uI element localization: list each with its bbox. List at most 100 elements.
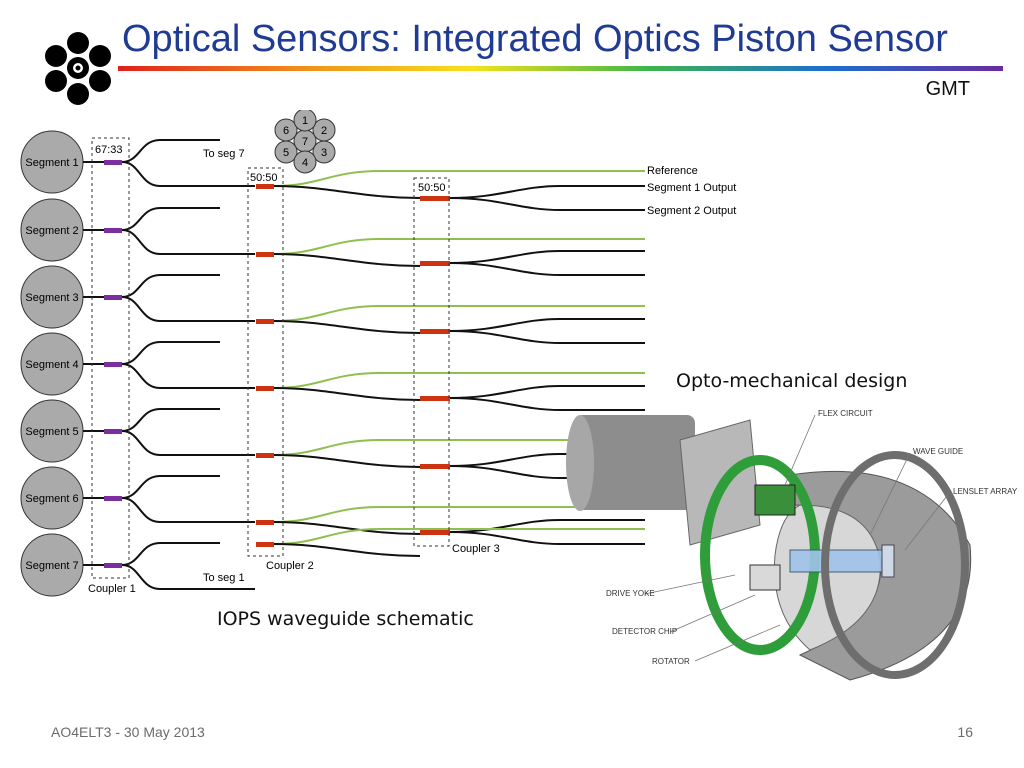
segment2-output-label: Segment 2 Output [647,205,736,217]
output-waveguide [449,185,645,199]
waveguide-paths [83,139,645,590]
wave-guide-block [789,549,886,573]
callout-rotator: ROTATOR [652,657,690,666]
opto-caption: Opto-mechanical design [676,370,908,392]
waveguide-to-coupler3 [273,387,421,401]
mirror-label: 1 [302,115,308,127]
coupler3-element [420,196,450,201]
waveguide-to-coupler3 [273,320,421,334]
coupler2-element [256,184,274,189]
output-waveguide [449,385,645,399]
output-waveguide [449,531,645,545]
coupler3-element [420,396,450,401]
gmt-logo [45,32,111,105]
segment-label: Segment 7 [25,560,78,572]
coupler1-ratio: 67:33 [95,144,123,156]
coupler-boxes [91,137,450,579]
coupler1-element [104,228,122,233]
mirror-label: 2 [321,125,327,137]
output-waveguide [449,453,645,467]
flex-circuit [754,484,796,516]
waveguide-upper-branch [121,207,220,231]
coupler2-box [247,167,284,557]
mirror-label: 6 [283,125,289,137]
motor-body [575,415,695,510]
reference-waveguide [273,506,645,523]
coupler3-element [420,329,450,334]
coupler3-element [420,261,450,266]
schematic-caption: IOPS waveguide schematic [217,608,474,630]
reference-waveguide [273,170,645,187]
segment-label: Segment 1 [25,157,78,169]
waveguide-upper-branch [121,408,220,432]
coupler1-box [91,137,130,579]
output-waveguide [449,397,645,411]
coupler3-label: Coupler 3 [452,543,500,555]
reference-waveguide [273,439,645,456]
reference-waveguide [273,528,645,545]
output-waveguide [449,318,645,332]
output-waveguide [449,330,645,344]
rotator-ring [821,451,969,679]
org-label: GMT [925,78,970,100]
title-rainbow-rule [118,66,1003,71]
coupler2-label: Coupler 2 [266,560,314,572]
coupler1-element [104,160,122,165]
waveguide-lower-branch [121,497,255,523]
waveguide-to-coupler3 [273,454,421,468]
coupler3-box [413,177,450,547]
reference-label: Reference [647,165,698,177]
coupler1-element [104,563,122,568]
coupler2-element [256,252,274,257]
waveguide-to-coupler3 [273,185,421,199]
coupler1-element [104,362,122,367]
detector-chip [749,564,781,591]
mirror-label: 4 [302,157,308,169]
opto-mechanical-render: FLEX CIRCUIT WAVE GUIDE LENSLET ARRAY DR… [566,409,1018,681]
segment-label: Segment 4 [25,359,78,371]
coupler1-element [104,295,122,300]
mirror-label: 5 [283,147,289,159]
callout-wave-guide: WAVE GUIDE [913,447,963,456]
segment1-output-label: Segment 1 Output [647,182,736,194]
output-waveguide [449,197,645,211]
waveguide-upper-branch [121,274,220,298]
callout-flex-circuit: FLEX CIRCUIT [818,409,873,418]
waveguide-to-coupler3 [273,543,421,557]
mirror-layout-inset: 7 1 2 3 4 5 6 [274,110,336,174]
waveguide-upper-branch [121,542,220,566]
coupler2-element [256,542,274,547]
segment-label: Segment 3 [25,292,78,304]
waveguide-lower-branch [121,229,255,255]
slide-title: Optical Sensors: Integrated Optics Pisto… [122,18,948,60]
coupler1-element [104,429,122,434]
waveguide-lower-branch [121,161,255,187]
waveguide-to-coupler3 [273,253,421,267]
waveguide-lower-branch [121,296,255,322]
coupler3-element [420,464,450,469]
motor-end [566,415,594,511]
coupler2-ratio: 50:50 [250,172,278,184]
coupler1-element [104,496,122,501]
to-seg1-label: To seg 1 [203,572,245,584]
coupler2-element [256,520,274,525]
segment-label: Segment 6 [25,493,78,505]
output-waveguide [449,250,645,264]
waveguide-lower-branch [121,564,255,590]
to-seg7-label: To seg 7 [203,148,245,160]
mirror-label: 3 [321,147,327,159]
segment-label: Segment 5 [25,426,78,438]
waveguide-upper-branch [121,475,220,499]
coupler3-element [420,530,450,535]
waveguide-upper-branch [121,139,220,163]
waveguide-to-coupler3 [273,521,421,535]
page-number: 16 [957,724,973,740]
footer-event: AO4ELT3 - 30 May 2013 [51,724,205,740]
mirror-label-center: 7 [302,136,308,148]
waveguide-lower-branch [121,430,255,456]
reference-waveguide [273,305,645,322]
callout-detector-chip: DETECTOR CHIP [612,627,677,636]
waveguide-upper-branch [121,341,220,365]
